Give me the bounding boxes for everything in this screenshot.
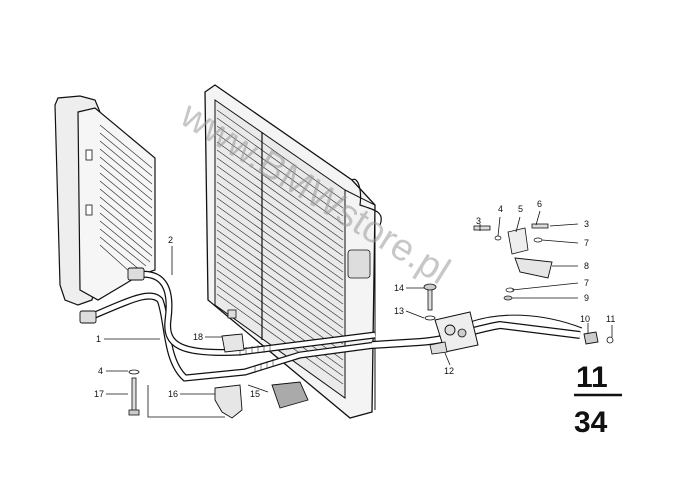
- oil-cooler: [54, 95, 156, 306]
- section-number: 11 34: [574, 361, 622, 439]
- callout-8: 8: [584, 261, 589, 271]
- hardware: [128, 223, 614, 419]
- callout-7a: 7: [584, 238, 589, 248]
- callout-1: 1: [96, 334, 101, 344]
- section-group: 11: [576, 361, 608, 394]
- right-hoses: [371, 311, 583, 353]
- callout-3b: 3: [584, 219, 589, 229]
- callout-12: 12: [444, 366, 454, 376]
- leader-lines: [104, 210, 613, 418]
- callout-16: 16: [168, 389, 178, 399]
- callout-13: 13: [394, 306, 404, 316]
- callout-11: 11: [606, 314, 615, 324]
- callout-10: 10: [580, 314, 590, 324]
- callout-15: 15: [250, 389, 260, 399]
- callout-4b: 4: [98, 366, 103, 376]
- callout-17: 17: [94, 389, 104, 399]
- callout-4a: 4: [498, 204, 503, 214]
- callout-9: 9: [584, 293, 589, 303]
- section-page: 34: [574, 406, 608, 439]
- callout-14: 14: [394, 283, 404, 293]
- callout-2: 2: [168, 235, 173, 245]
- cooler-hoses: [79, 267, 376, 382]
- radiator: [204, 84, 382, 419]
- callout-5: 5: [518, 204, 523, 214]
- callout-18: 18: [193, 332, 203, 342]
- callouts: 1 2 3 4 5 6 3 7 8 7 9 10 11 14 13 12 18 …: [94, 199, 615, 399]
- callout-7b: 7: [584, 278, 589, 288]
- callout-6: 6: [537, 199, 542, 209]
- callout-3a: 3: [476, 216, 481, 226]
